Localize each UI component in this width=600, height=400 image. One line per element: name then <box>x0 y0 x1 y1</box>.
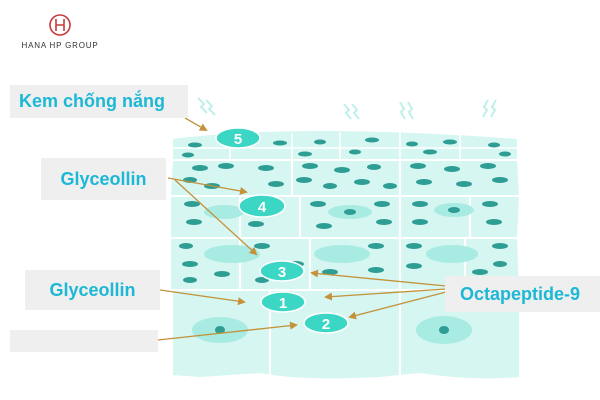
nucleus <box>314 245 370 263</box>
label-glyceollin-bottom: Glyceollin <box>25 270 160 310</box>
label-octapeptide: Octapeptide-9 <box>445 276 600 312</box>
arrow-octapeptide-to-1 <box>324 288 447 301</box>
label-glyceollin-top: Glyceollin <box>41 158 166 200</box>
marker-2-label: 2 <box>322 316 330 333</box>
nucleus <box>426 245 478 263</box>
marker-1: 1 <box>260 291 306 313</box>
marker-1-label: 1 <box>279 295 287 312</box>
hana-hp-logo-icon <box>49 14 71 36</box>
brand-name: HANA HP GROUP <box>21 41 99 50</box>
marker-4-label: 4 <box>258 199 267 216</box>
arrow-glyceollin-to-4 <box>167 177 248 195</box>
marker-3-label: 3 <box>278 264 286 281</box>
arrow-glyceollin-to-1 <box>159 289 246 306</box>
marker-5: 5 <box>215 127 261 149</box>
uv-rays <box>197 97 497 120</box>
arrow-sunscreen <box>184 117 208 131</box>
brand: HANA HP GROUP <box>0 0 120 60</box>
label-sunscreen: Kem chống nắng <box>10 85 188 118</box>
marker-2: 2 <box>303 312 349 334</box>
marker-4: 4 <box>238 194 286 218</box>
label-blank <box>10 330 158 352</box>
nucleus-core <box>344 209 356 215</box>
nucleus-core <box>215 326 225 334</box>
nucleus-core <box>448 207 460 213</box>
arrow-glyceollin-to-3 <box>174 179 258 256</box>
marker-5-label: 5 <box>234 131 242 148</box>
arrow-octapeptide-to-3 <box>310 269 447 287</box>
granules <box>179 137 511 283</box>
nucleus-core <box>439 326 449 334</box>
arrow-blank-to-2 <box>157 321 298 341</box>
arrows <box>157 117 447 341</box>
nucleus <box>204 245 260 263</box>
marker-3: 3 <box>259 260 305 282</box>
arrow-octapeptide-to-2 <box>348 291 447 320</box>
